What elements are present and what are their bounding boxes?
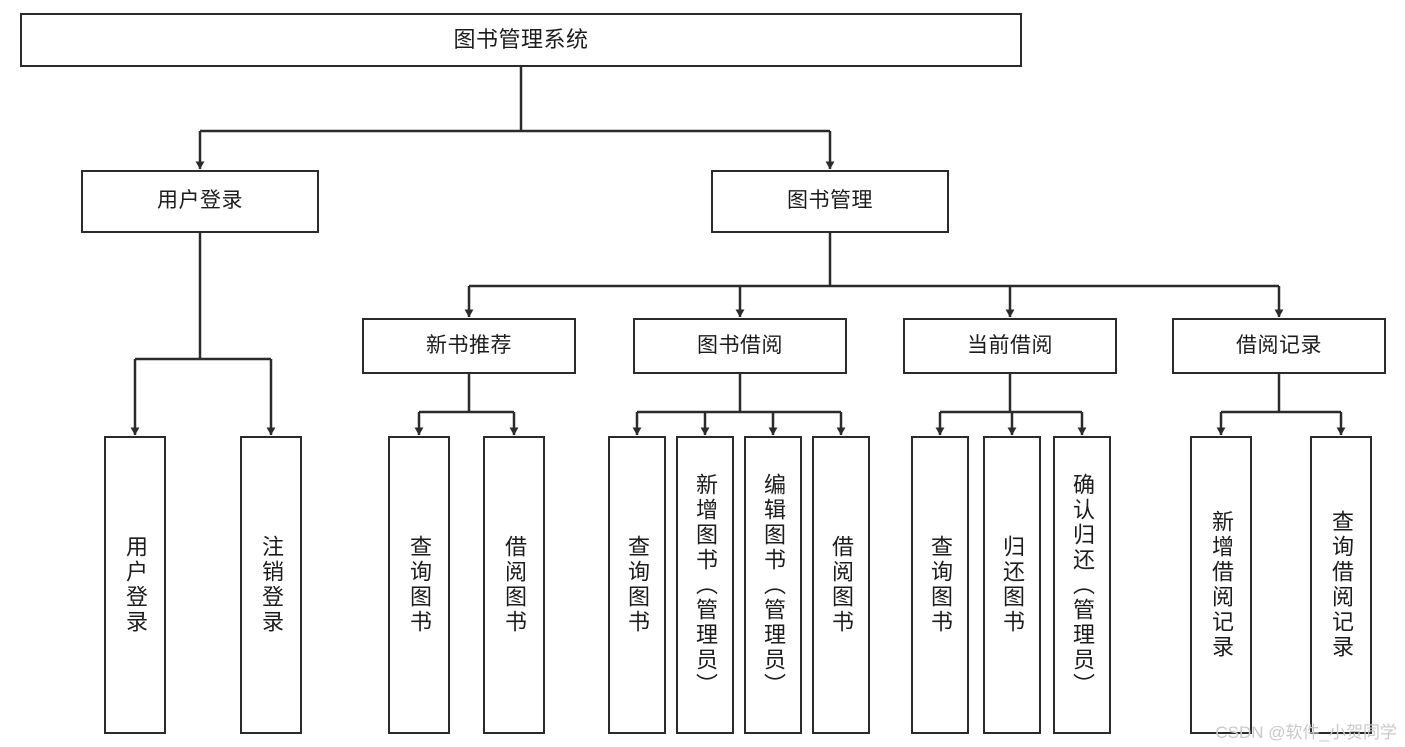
node-l1-bookmgr[interactable]: 图书管理 — [711, 170, 949, 233]
node-label-leaf-userlogin: 用户登录 — [123, 535, 148, 635]
node-label-leaf-logout: 注销登录 — [259, 535, 284, 635]
node-l1-login[interactable]: 用户登录 — [81, 170, 319, 233]
node-label-l2-records: 借阅记录 — [1236, 333, 1322, 357]
node-label-leaf-cur-q: 查询图书 — [928, 535, 953, 635]
node-label-leaf-cur-confirm: 确认归还（管理员） — [1070, 472, 1095, 698]
node-leaf-rec-add[interactable]: 新增借阅记录 — [1190, 436, 1252, 734]
node-leaf-borrow-edit[interactable]: 编辑图书（管理员） — [744, 436, 802, 734]
node-label-leaf-borrow-q: 查询图书 — [625, 535, 650, 635]
node-label-leaf-cur-return: 归还图书 — [1000, 535, 1025, 635]
node-label-leaf-rec-add: 新增借阅记录 — [1209, 510, 1234, 660]
node-label-l1-bookmgr: 图书管理 — [787, 189, 873, 213]
node-l2-records[interactable]: 借阅记录 — [1172, 318, 1386, 374]
node-leaf-cur-return[interactable]: 归还图书 — [983, 436, 1041, 734]
node-leaf-userlogin[interactable]: 用户登录 — [104, 436, 166, 734]
node-leaf-borrow-q[interactable]: 查询图书 — [608, 436, 666, 734]
node-leaf-borrow-b[interactable]: 借阅图书 — [812, 436, 870, 734]
node-label-l2-borrow: 图书借阅 — [697, 333, 783, 357]
node-leaf-borrow-add[interactable]: 新增图书（管理员） — [676, 436, 734, 734]
node-l2-current[interactable]: 当前借阅 — [903, 318, 1117, 374]
node-leaf-cur-confirm[interactable]: 确认归还（管理员） — [1053, 436, 1111, 734]
node-label-leaf-borrow-add: 新增图书（管理员） — [693, 472, 718, 698]
node-root[interactable]: 图书管理系统 — [20, 13, 1022, 67]
node-label-l1-login: 用户登录 — [157, 189, 243, 213]
node-leaf-cur-q[interactable]: 查询图书 — [911, 436, 969, 734]
edges-group — [130, 67, 1346, 436]
node-l2-newbook[interactable]: 新书推荐 — [362, 318, 576, 374]
node-label-leaf-newbook-b: 借阅图书 — [502, 535, 527, 635]
node-label-leaf-borrow-b: 借阅图书 — [829, 535, 854, 635]
node-label-l2-newbook: 新书推荐 — [426, 333, 512, 357]
node-label-l2-current: 当前借阅 — [967, 333, 1053, 357]
node-label-leaf-newbook-q: 查询图书 — [407, 535, 432, 635]
node-l2-borrow[interactable]: 图书借阅 — [633, 318, 847, 374]
node-label-leaf-rec-query: 查询借阅记录 — [1329, 510, 1354, 660]
watermark-label: CSDN @软件_小贺同学 — [1215, 723, 1397, 742]
node-leaf-rec-query[interactable]: 查询借阅记录 — [1310, 436, 1372, 734]
node-leaf-newbook-q[interactable]: 查询图书 — [388, 436, 450, 734]
node-label-leaf-borrow-edit: 编辑图书（管理员） — [761, 472, 786, 698]
node-leaf-newbook-b[interactable]: 借阅图书 — [483, 436, 545, 734]
node-label-root: 图书管理系统 — [453, 27, 589, 53]
node-leaf-logout[interactable]: 注销登录 — [240, 436, 302, 734]
